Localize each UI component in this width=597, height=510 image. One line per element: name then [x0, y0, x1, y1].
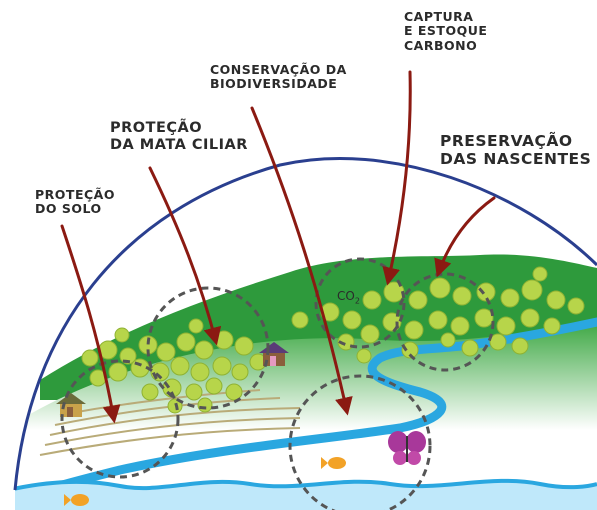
- label-carbon-line1: CAPTURA: [404, 9, 474, 24]
- focus-circle-soil: [60, 359, 180, 479]
- label-riparian-line1: PROTEÇÃO: [110, 120, 203, 136]
- focus-circle-carbon: [314, 257, 406, 349]
- farm-fields: [39, 389, 301, 456]
- focus-circles: [60, 257, 495, 510]
- arrows: [60, 70, 496, 424]
- label-riparian-line2: DA MATA CILIAR: [110, 136, 248, 153]
- focus-circle-biodiversity: [288, 374, 432, 510]
- co2-main: CO: [337, 289, 355, 303]
- landscape: [15, 254, 597, 510]
- label-springs-line1: PRESERVAÇÃO: [440, 132, 573, 150]
- label-biodiversity: CONSERVAÇÃO DA BIODIVERSIDADE: [210, 62, 347, 92]
- focus-circle-riparian: [146, 286, 270, 410]
- fish-icon: [64, 494, 89, 506]
- arrow-carbon: [382, 70, 412, 286]
- label-soil-line2: DO SOLO: [35, 201, 102, 217]
- arrow-soil: [60, 224, 121, 424]
- butterfly-icon: [388, 431, 426, 465]
- label-springs: PRESERVAÇÃO DAS NASCENTES: [440, 132, 592, 169]
- co2-sub: 2: [354, 296, 360, 306]
- label-biodiversity-line2: BIODIVERSIDADE: [210, 76, 338, 92]
- label-biodiversity-line1: CONSERVAÇÃO DA: [210, 62, 347, 77]
- label-springs-line2: DAS NASCENTES: [440, 149, 592, 168]
- focus-circle-springs: [395, 272, 495, 372]
- fish-icon: [321, 457, 346, 469]
- arrow-riparian: [148, 166, 222, 346]
- co2-label: CO2: [337, 289, 360, 305]
- trees: [81, 266, 585, 414]
- label-carbon: CAPTURA E ESTOQUE CARBONO: [404, 9, 488, 53]
- label-riparian: PROTEÇÃO DA MATA CILIAR: [110, 120, 248, 153]
- label-carbon-line3: CARBONO: [404, 37, 478, 53]
- label-soil: PROTEÇÃO DO SOLO: [35, 187, 115, 217]
- label-soil-line1: PROTEÇÃO: [35, 187, 115, 202]
- arrow-biodiversity: [250, 106, 353, 416]
- house-icon: [56, 393, 86, 417]
- arrow-springs: [434, 196, 496, 278]
- label-carbon-line2: E ESTOQUE: [404, 23, 488, 39]
- sky-arc: [13, 157, 597, 491]
